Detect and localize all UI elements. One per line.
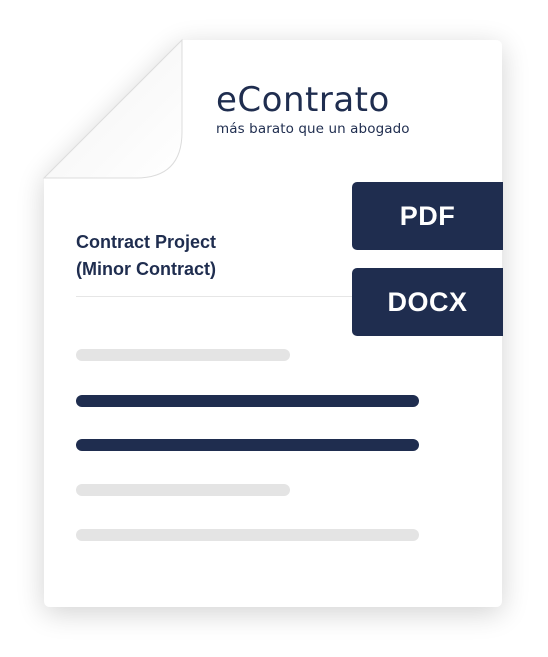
document-title-line-2: (Minor Contract) (76, 259, 216, 279)
brand-tagline: más barato que un abogado (216, 121, 410, 137)
pdf-button[interactable]: PDF (352, 182, 503, 250)
text-line (76, 439, 419, 451)
title-divider (76, 296, 376, 297)
text-line (76, 395, 419, 407)
docx-button[interactable]: DOCX (352, 268, 503, 336)
placeholder-line (76, 349, 290, 361)
document-title: Contract Project (Minor Contract) (76, 229, 336, 283)
brand-name: eContrato (216, 80, 390, 120)
brand-logo: eContrato más barato que un abogado (216, 80, 436, 138)
document-title-line-1: Contract Project (76, 232, 217, 252)
placeholder-line (76, 529, 419, 541)
placeholder-line (76, 484, 290, 496)
folded-corner (42, 38, 183, 179)
document-page (44, 40, 502, 607)
